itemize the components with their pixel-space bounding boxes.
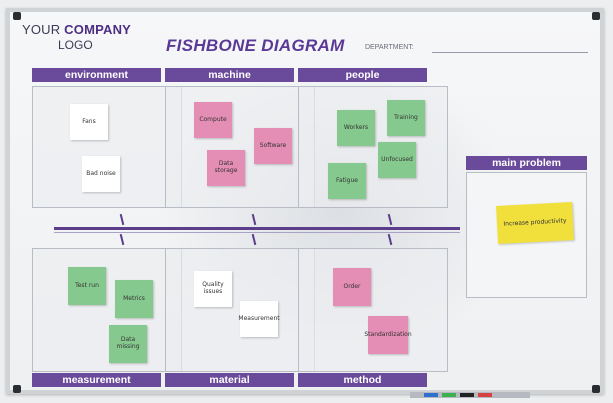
fishbone-spine xyxy=(54,227,460,230)
logo-company: COMPANY xyxy=(64,22,132,37)
company-logo-line2: LOGO xyxy=(58,38,93,52)
board-corner-bottom-right xyxy=(592,385,600,393)
sticky-note[interactable]: Order xyxy=(333,268,371,306)
marker-black[interactable] xyxy=(460,393,474,397)
panel-machine xyxy=(165,86,315,208)
sticky-note[interactable]: Workers xyxy=(337,110,375,146)
department-label: DEPARTMENT: xyxy=(365,44,414,51)
sticky-note[interactable]: Data storage xyxy=(207,150,245,186)
marker-red[interactable] xyxy=(478,393,492,397)
fishbone-spine-shadow xyxy=(54,232,460,233)
sticky-note[interactable]: Metrics xyxy=(115,280,153,318)
sticky-note[interactable]: Bad noise xyxy=(82,156,120,192)
main-problem-label: main problem xyxy=(466,156,587,170)
panel-people xyxy=(298,86,448,208)
sticky-note[interactable]: Test run xyxy=(68,267,106,305)
category-measurement: measurement xyxy=(32,373,161,387)
panel-measurement xyxy=(32,248,182,372)
marker-blue[interactable] xyxy=(424,393,438,397)
category-method: method xyxy=(298,373,427,387)
sticky-note[interactable]: Data missing xyxy=(109,325,147,363)
category-people: people xyxy=(298,68,427,82)
category-material: material xyxy=(165,373,294,387)
department-line xyxy=(432,52,588,53)
category-machine: machine xyxy=(165,68,294,82)
diagram-title: FISHBONE DIAGRAM xyxy=(166,36,345,55)
sticky-note[interactable]: Training xyxy=(387,100,425,136)
sticky-note[interactable]: Standardization xyxy=(364,316,412,354)
sticky-note[interactable]: Compute xyxy=(194,102,232,138)
sticky-note[interactable]: Measurement xyxy=(238,301,280,337)
logo-prefix: YOUR xyxy=(22,22,65,37)
board-corner-top-left xyxy=(13,12,21,20)
marker-green[interactable] xyxy=(442,393,456,397)
sticky-note[interactable]: Software xyxy=(254,128,292,164)
main-problem-note[interactable]: Increase productivity xyxy=(496,202,574,244)
company-logo-line1: YOUR COMPANY xyxy=(22,22,131,37)
sticky-note[interactable]: Fatigue xyxy=(328,163,366,199)
sticky-note[interactable]: Unfocused xyxy=(378,142,416,178)
board-corner-top-right xyxy=(592,12,600,20)
category-environment: environment xyxy=(32,68,161,82)
sticky-note[interactable]: Fans xyxy=(70,104,108,140)
board-corner-bottom-left xyxy=(13,385,21,393)
sticky-note[interactable]: Quality issues xyxy=(194,271,232,307)
